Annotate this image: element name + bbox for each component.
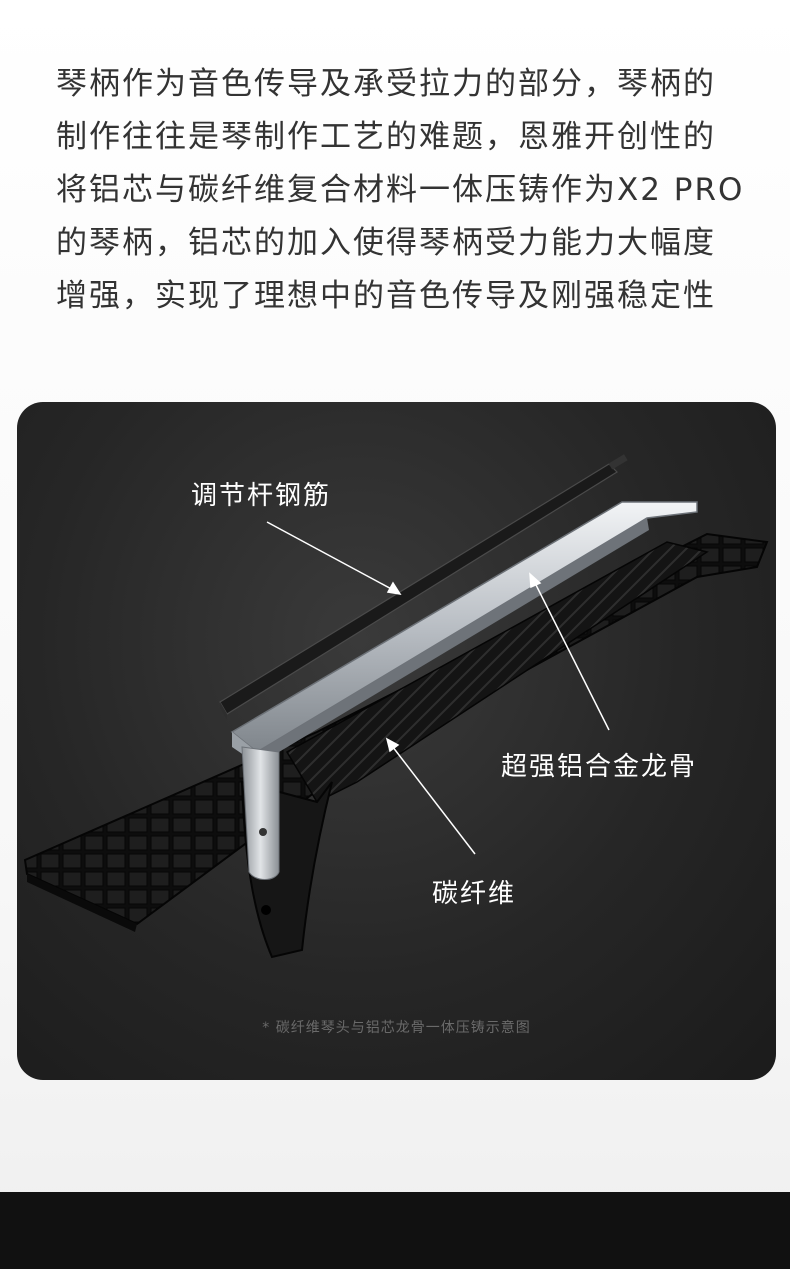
intro-line: 制作往往是琴制作工艺的难题，恩雅开创性的 [56, 119, 716, 155]
truss-rod [219, 454, 628, 720]
intro-line: 的琴柄，铝芯的加入使得琴柄受力能力大幅度 [56, 225, 716, 261]
intro-line: 增强，实现了理想中的音色传导及刚强稳定性 [56, 278, 716, 314]
neck-exploded-illustration [23, 454, 769, 959]
aluminum-keel-label: 超强铝合金龙骨 [501, 752, 698, 782]
aluminum-keel [230, 501, 698, 880]
callout-lines [266, 521, 610, 855]
footer-dark-band [0, 1192, 790, 1269]
intro-paragraph: 琴柄作为音色传导及承受拉力的部分，琴柄的 制作往往是琴制作工艺的难题，恩雅开创性… [56, 58, 756, 323]
truss-rod-label: 调节杆钢筋 [191, 481, 332, 511]
carbon-fiber-label: 碳纤维 [432, 879, 517, 909]
neck-structure-panel: 调节杆钢筋 超强铝合金龙骨 碳纤维 * 碳纤维琴头与铝芯龙骨一体压铸示意图 [17, 402, 776, 1080]
intro-line: 将铝芯与碳纤维复合材料一体压铸作为X2 PRO [56, 172, 745, 208]
intro-line: 琴柄作为音色传导及承受拉力的部分，琴柄的 [56, 66, 716, 102]
diagram-caption: * 碳纤维琴头与铝芯龙骨一体压铸示意图 [262, 1020, 531, 1036]
